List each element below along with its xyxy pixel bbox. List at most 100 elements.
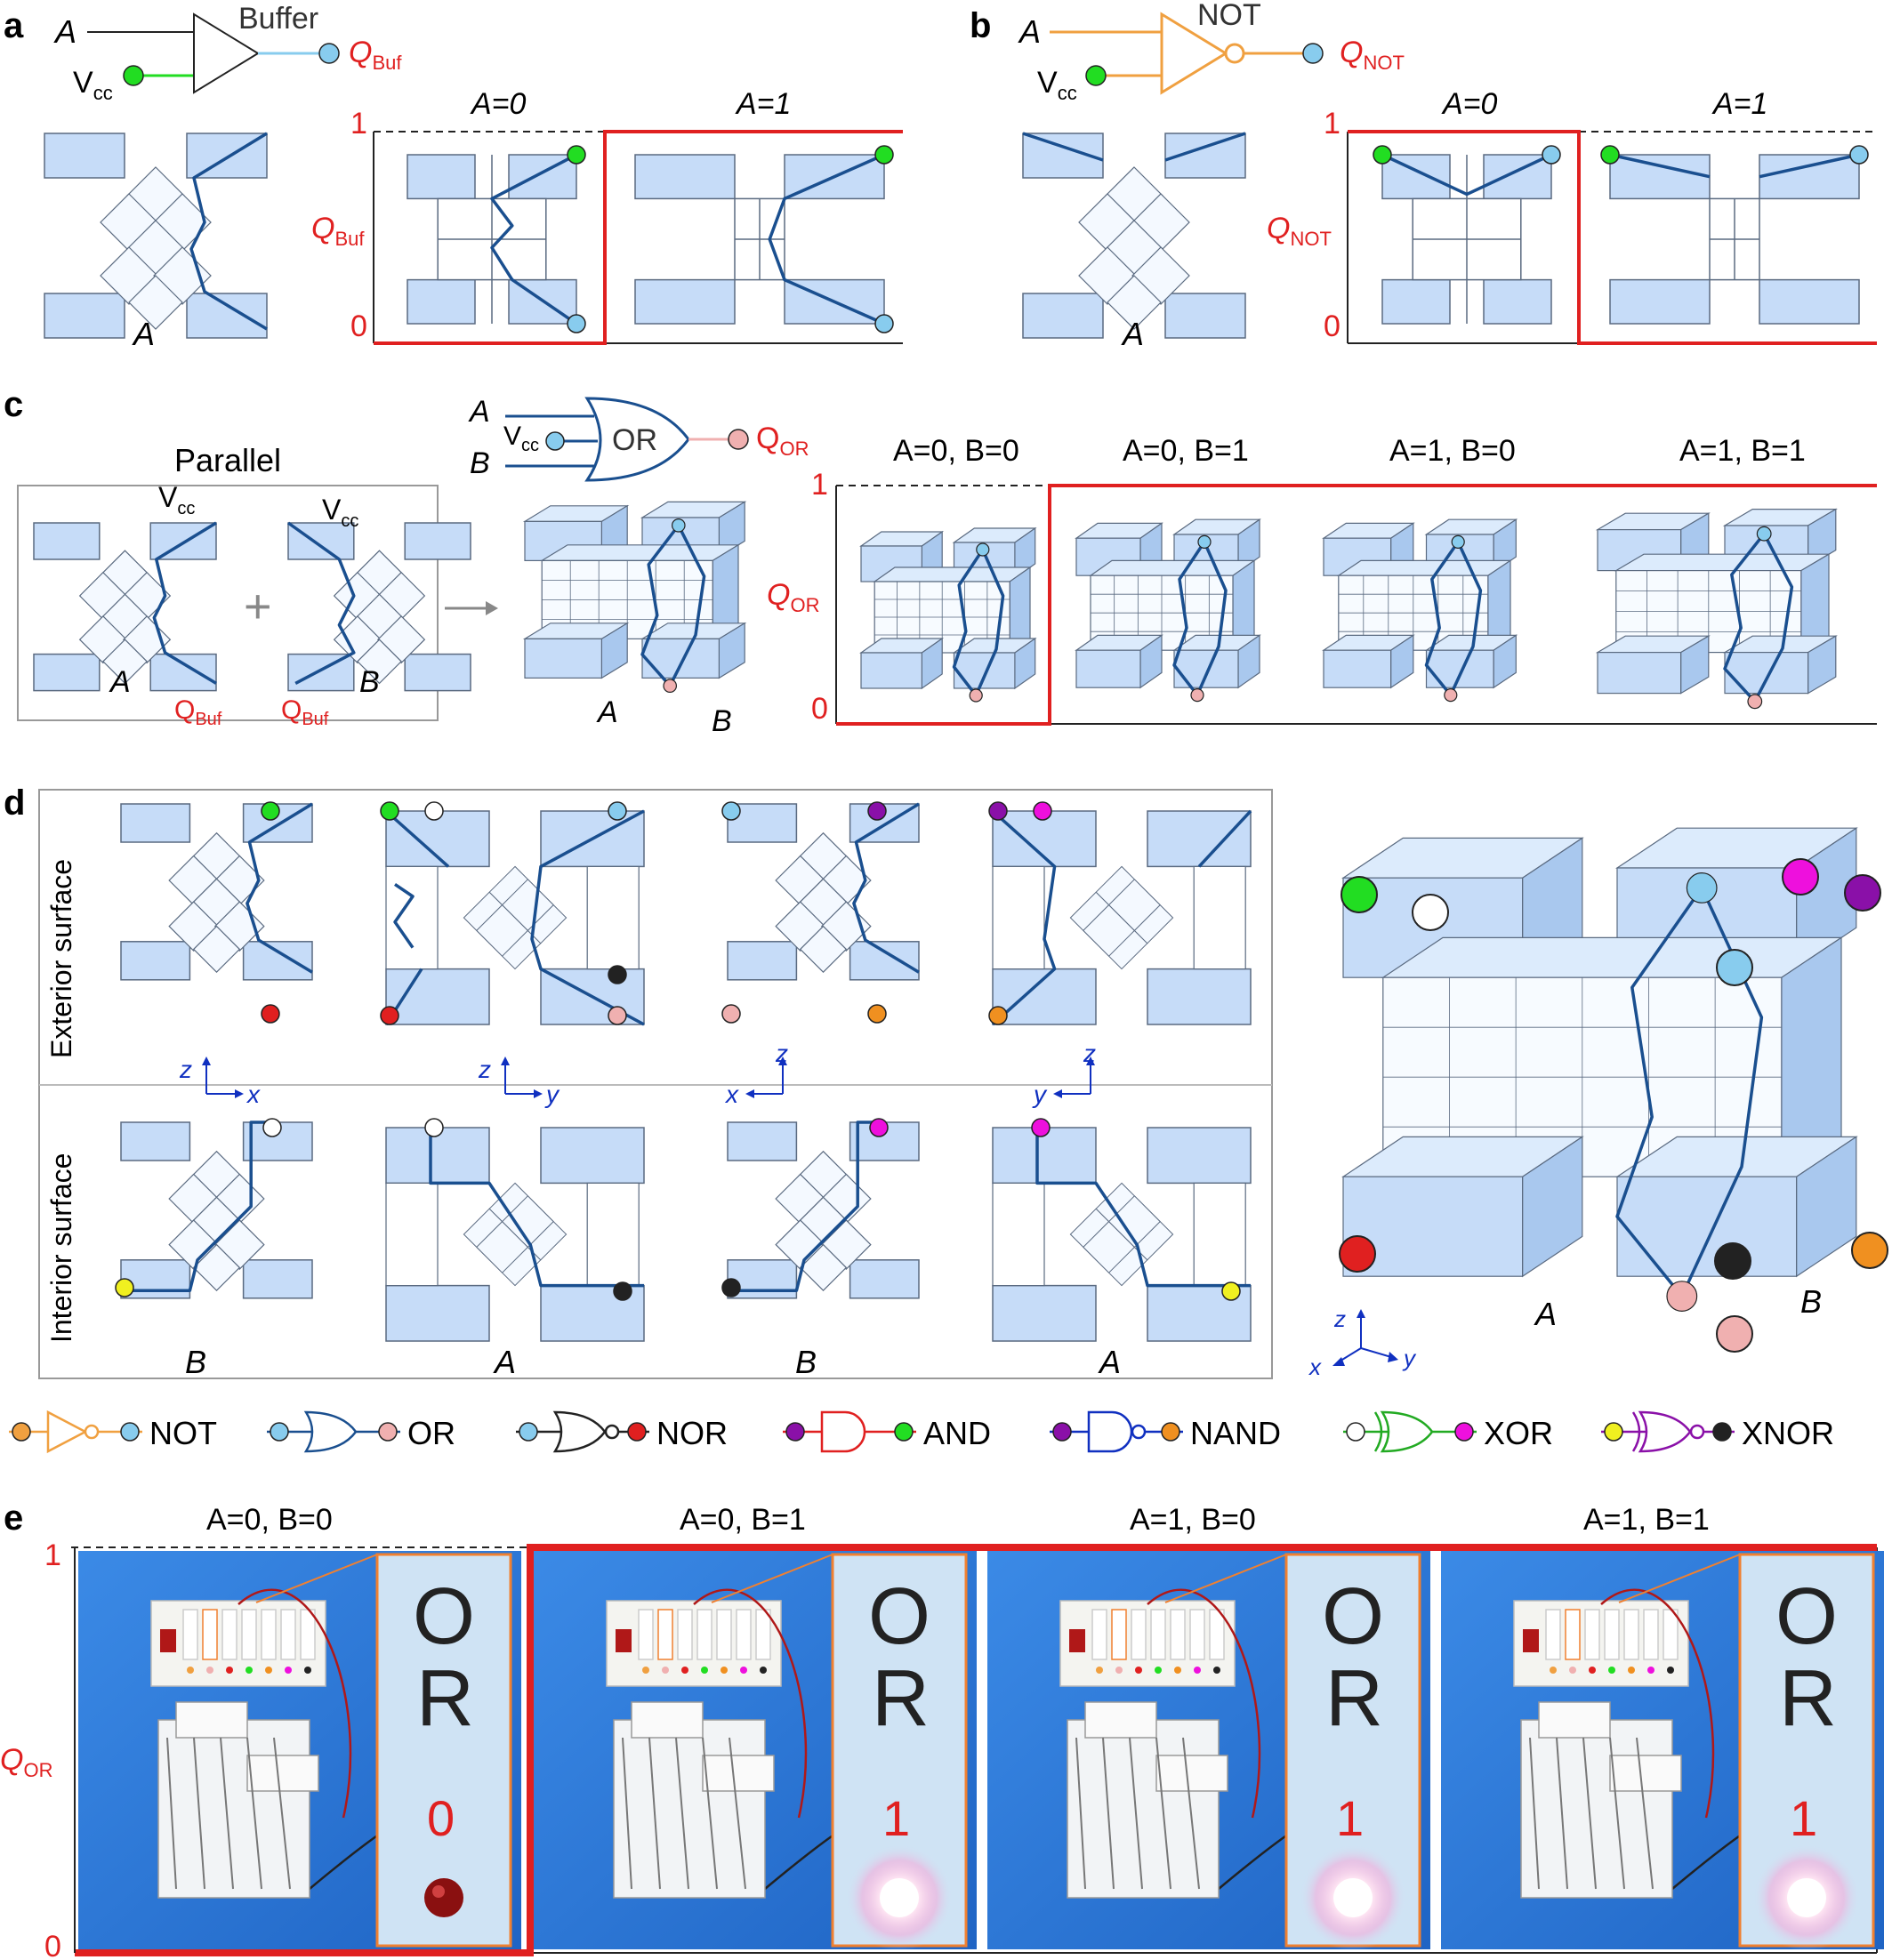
assembly-terminal-purple — [1844, 874, 1881, 912]
or-output-label: QOR — [756, 422, 809, 460]
or-gate-icon — [584, 397, 690, 482]
assembly-terminal-black — [1714, 1242, 1751, 1280]
panel-e-state-1: A=0, B=1 — [680, 1503, 806, 1537]
panel-c: c Parallel Vcc Vcc + A B QBuf QBuf A B V… — [4, 385, 1877, 738]
panel-e-state-0: A=0, B=0 — [206, 1503, 333, 1537]
assembly-label-a: A — [1534, 1296, 1557, 1332]
or-assembly-label-a: A — [596, 695, 618, 729]
output-value-0: 0 — [427, 1790, 455, 1846]
photo-panel-3: OR1 — [1441, 1551, 1884, 1951]
panel-c-label: c — [4, 385, 23, 424]
buffer-output-terminal — [318, 43, 340, 64]
vcc-label: Vcc — [73, 66, 113, 104]
panel-b-label: b — [970, 6, 991, 45]
panel-c-state1-cube — [1075, 518, 1261, 703]
panel-b-y-label: QNOT — [1267, 212, 1332, 250]
vcc-terminal — [123, 65, 144, 86]
legend-label-nand: NAND — [1190, 1415, 1281, 1451]
ext-block-4 — [991, 809, 1252, 1026]
panel-c-state0-cube — [859, 526, 1037, 703]
panel-a-xblock — [44, 132, 268, 339]
output-value-1: 1 — [882, 1790, 910, 1846]
inset-letter-r-1: R — [872, 1654, 930, 1743]
svg-text:y: y — [1032, 1080, 1048, 1108]
legend-item-xor: XOR — [1343, 1410, 1553, 1453]
inset-letter-o-1: O — [868, 1572, 930, 1661]
legend-item-nand: NAND — [1050, 1410, 1281, 1453]
panel-a-state0-block — [407, 145, 586, 333]
panel-e-state-2: A=1, B=0 — [1130, 1503, 1256, 1537]
ext-block-2 — [384, 809, 645, 1026]
photo-panel-2: OR1 — [987, 1551, 1430, 1951]
parallel-qbuf-b: QBuf — [281, 695, 329, 729]
assembly-terminal-red — [1339, 1235, 1376, 1273]
panel-e-y-top: 1 — [44, 1538, 61, 1572]
panel-a-truth-plot: 1 0 QBuf A=0 A=1 — [311, 87, 903, 345]
panel-c-state-0: A=0, B=0 — [893, 434, 1019, 468]
legend-item-nor: NOR — [516, 1410, 728, 1453]
row-label-exterior: Exterior surface — [45, 859, 77, 1058]
buffer-gate-schematic: A Vcc Buffer QBuf — [53, 2, 402, 104]
panel-c-state-2: A=1, B=0 — [1389, 434, 1516, 468]
or-vcc-terminal — [545, 431, 565, 451]
parallel-label-a: A — [109, 665, 131, 699]
assembly-terminal-pink — [1716, 1315, 1753, 1353]
interior-label-2: A — [493, 1344, 516, 1380]
panel-c-y-bottom: 0 — [811, 692, 828, 726]
panel-b-state-1: A=1 — [1711, 87, 1767, 121]
legend-item-and: AND — [783, 1410, 991, 1453]
not-output-label: QNOT — [1340, 36, 1405, 74]
svg-text:x: x — [246, 1080, 261, 1108]
interior-label-1: B — [185, 1344, 206, 1380]
parallel-plus: + — [244, 580, 272, 633]
buffer-gate-icon — [193, 12, 260, 94]
panel-b: b A Vcc NOT QNOT A 1 0 QNOT A=0 A=1 — [970, 0, 1877, 352]
panel-b-xblock — [1022, 132, 1246, 339]
not-vcc-label: Vcc — [1037, 66, 1077, 104]
assembly-terminal-white — [1412, 894, 1449, 931]
inset-letter-r-0: R — [416, 1654, 474, 1743]
not-vcc-terminal — [1085, 65, 1107, 86]
or-gate-name: OR — [612, 423, 657, 457]
legend-label-not: NOT — [149, 1415, 217, 1451]
parallel-vcc-a: Vcc — [158, 481, 195, 518]
buffer-input-label: A — [53, 13, 76, 50]
or-assembly-label-b: B — [712, 704, 732, 738]
svg-text:z: z — [1083, 1040, 1096, 1067]
panel-a-state1-block — [634, 145, 894, 333]
panel-a-y-top: 1 — [350, 107, 367, 141]
panel-a-state-0: A=0 — [470, 87, 527, 121]
panel-b-state1-block — [1600, 145, 1869, 325]
axis-glyph-2: z y — [478, 1056, 560, 1108]
panel-c-state-1: A=0, B=1 — [1123, 434, 1249, 468]
panel-b-truth-plot: 1 0 QNOT A=0 A=1 — [1267, 87, 1877, 345]
axis-glyph-3: z x — [724, 1040, 788, 1108]
panel-a: a A Vcc Buffer QBuf A 1 0 QBuf A=0 A=1 — [4, 2, 903, 352]
panel-e-output-trace — [75, 1544, 1877, 1956]
svg-text:x: x — [724, 1080, 739, 1108]
svg-text:z: z — [775, 1040, 788, 1067]
photo-panel-1: OR 1 — [534, 1551, 977, 1951]
panel-a-y-label: QBuf — [311, 212, 365, 250]
panel-d: d Exterior surface Interior surface — [4, 783, 1888, 1380]
panel-b-y-top: 1 — [1324, 107, 1341, 141]
inset-letter-o-3: O — [1775, 1572, 1838, 1661]
or-gate-schematic: A B Vcc OR QOR — [468, 395, 809, 482]
row-label-interior: Interior surface — [45, 1153, 77, 1343]
inset-letter-r-2: R — [1325, 1654, 1383, 1743]
not-input-label: A — [1018, 13, 1041, 50]
buffer-gate-name: Buffer — [238, 2, 318, 36]
svg-text:z: z — [1333, 1305, 1346, 1332]
inset-letter-o-2: O — [1322, 1572, 1384, 1661]
panel-b-block-label: A — [1121, 316, 1144, 352]
panel-b-state0-block — [1373, 145, 1561, 325]
panel-c-output-trace — [836, 484, 1877, 726]
legend-item-or: OR — [267, 1410, 455, 1453]
not-gate-icon — [1160, 12, 1228, 95]
svg-text:x: x — [1308, 1354, 1322, 1380]
panel-b-output-trace — [1348, 130, 1877, 345]
not-gate-schematic: A Vcc NOT QNOT — [1018, 0, 1405, 104]
panel-e-state-3: A=1, B=1 — [1583, 1503, 1710, 1537]
legend-item-not: NOT — [9, 1410, 217, 1454]
